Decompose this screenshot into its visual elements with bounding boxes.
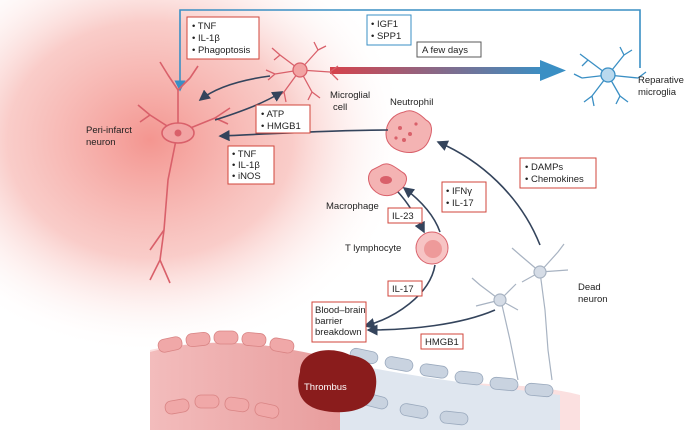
box-line: • IGF1 (371, 19, 398, 30)
box-line: • IL-1β (192, 33, 220, 44)
box-line: • Chemokines (525, 174, 584, 185)
inflammation-glow (0, 0, 410, 355)
il23-label: IL-23 (392, 211, 414, 222)
neutrophil-icon (385, 110, 432, 153)
box-line: • TNF (232, 149, 256, 160)
box-a-few-days: A few days (416, 41, 482, 58)
reparative-microglia-icon (573, 46, 647, 107)
box-bbb-breakdown: Blood–brain barrier breakdown (311, 301, 367, 343)
box-microglia-to-neuron: • TNF • IL-1β • Phagoptosis (186, 16, 260, 60)
repair-feedback-arrow (174, 9, 641, 92)
box-line: • Phagoptosis (192, 45, 251, 56)
bbb-label-2: barrier (315, 316, 342, 327)
box-line: • IFNγ (446, 186, 472, 197)
microglia-to-neuron-arrow (198, 75, 271, 101)
t-lymphocyte-label: T lymphocyte (345, 243, 401, 254)
a-few-days-label: A few days (422, 45, 468, 56)
t-to-bbb-arrow (363, 264, 436, 329)
box-dead-signals: • DAMPs • Chemokines (519, 157, 597, 189)
box-hmgb1: HMGB1 (420, 333, 464, 350)
macrophage-label: Macrophage (326, 201, 379, 212)
box-line: • IL-1β (232, 160, 260, 171)
hmgb1-label: HMGB1 (425, 337, 459, 348)
neutrophil-label: Neutrophil (390, 97, 433, 108)
microglial-cell-label-1: Microglial (330, 90, 370, 101)
box-line: • ATP (261, 109, 284, 120)
box-line: • HMGB1 (261, 121, 301, 132)
macrophage-icon (368, 163, 407, 197)
box-il17: IL-17 (387, 280, 423, 297)
box-neuron-inflammation: • TNF • IL-1β • iNOS (227, 145, 275, 185)
thrombus-icon: Thrombus (298, 350, 377, 413)
box-macrophage-t: • IFNγ • IL-17 (441, 181, 487, 213)
t-lymphocyte-icon (415, 231, 449, 265)
box-il23: IL-23 (387, 207, 423, 224)
dead-neuron-to-neutrophil-arrow (436, 140, 541, 246)
peri-infarct-neuron-label-1: Peri-infarct (86, 125, 132, 136)
neuron-to-microglia-arrow (214, 91, 284, 121)
box-repair-factors: • IGF1 • SPP1 (366, 14, 412, 46)
peri-infarct-neuron-label-2: neuron (86, 137, 116, 148)
microglial-cell-label-2: cell (333, 102, 347, 113)
bbb-label-3: breakdown (315, 327, 361, 338)
box-line: • TNF (192, 21, 216, 32)
transition-arrow (330, 60, 566, 81)
dead-neuron-label-2: neuron (578, 294, 608, 305)
neuron-icon (137, 61, 231, 284)
bbb-label-1: Blood–brain (315, 305, 366, 316)
il17-label: IL-17 (392, 284, 414, 295)
dead-neuron-label-1: Dead (578, 282, 601, 293)
box-line: • DAMPs (525, 162, 563, 173)
thrombus-label: Thrombus (304, 382, 347, 393)
t-to-macrophage-arrow (402, 187, 441, 233)
box-line: • SPP1 (371, 31, 401, 42)
box-line: • iNOS (232, 171, 261, 182)
box-line: • IL-17 (446, 198, 474, 209)
reparative-microglia-label-2: microglia (638, 87, 677, 98)
dead-neuron-icon (471, 243, 569, 381)
dead-neuron-to-bbb-arrow (366, 309, 496, 336)
box-neuron-to-microglia: • ATP • HMGB1 (255, 104, 311, 134)
reparative-microglia-label-1: Reparative (638, 75, 684, 86)
